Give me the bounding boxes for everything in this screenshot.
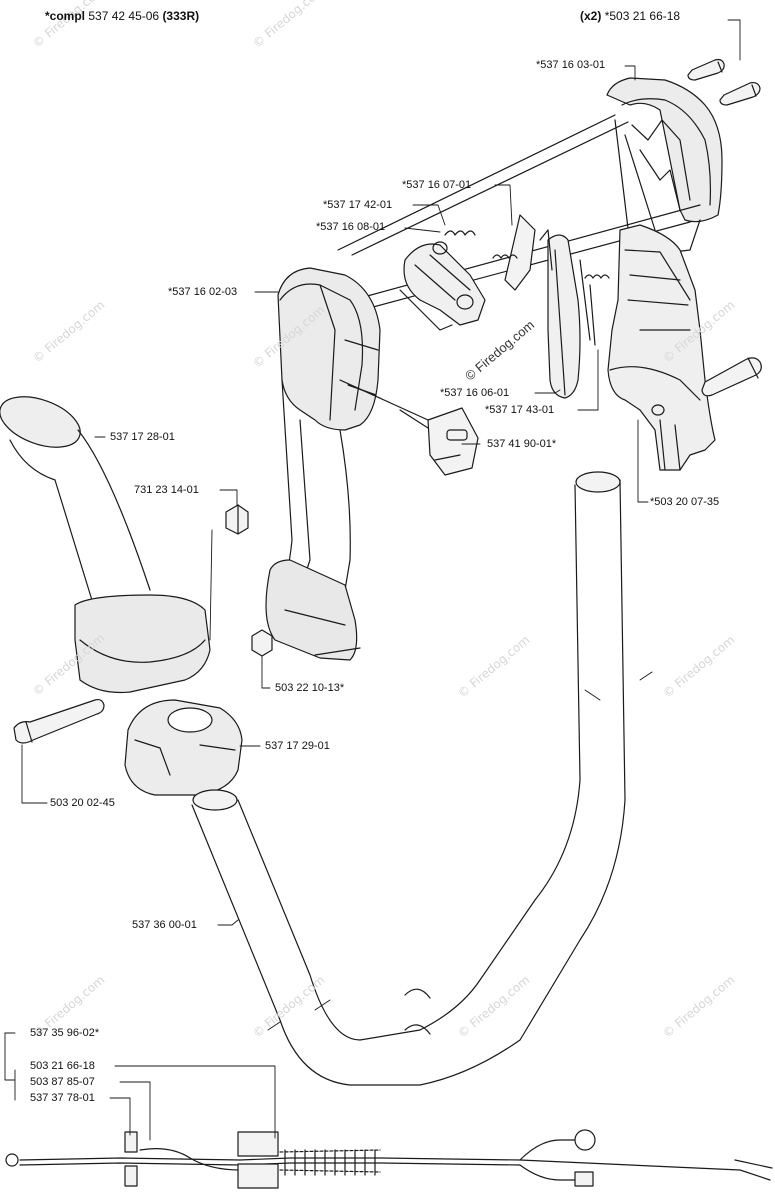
part-label: 537 17 29-01 bbox=[265, 740, 330, 752]
qty-note: (x2) bbox=[580, 9, 602, 23]
assembly-model: (333R) bbox=[162, 9, 200, 23]
part-label: 731 23 14-01 bbox=[134, 484, 199, 496]
part-label: *537 16 07-01 bbox=[402, 179, 472, 191]
part-label: *503 20 07-35 bbox=[650, 496, 720, 508]
part-label: 503 20 02-45 bbox=[50, 797, 115, 809]
part-label: *537 17 42-01 bbox=[323, 199, 393, 211]
part-label: 537 36 00-01 bbox=[132, 919, 197, 931]
assembly-prefix: *compl bbox=[45, 9, 86, 23]
part-label: *537 16 02-03 bbox=[168, 286, 238, 298]
loop-grip-tube bbox=[0, 396, 211, 694]
part-label: 503 22 10-13* bbox=[275, 682, 345, 694]
part-label: *537 16 06-01 bbox=[440, 387, 510, 399]
top-bolt-label: (x2) *503 21 66-18 bbox=[580, 10, 680, 23]
throttle-trigger bbox=[504, 214, 591, 399]
part-label: 537 41 90-01* bbox=[487, 438, 557, 450]
lockoff-lever bbox=[399, 241, 486, 331]
leader-lines bbox=[4, 19, 741, 1141]
left-grip-handle bbox=[265, 267, 381, 661]
part-label: *537 16 08-01 bbox=[316, 221, 386, 233]
cable-part-label: 537 37 78-01 bbox=[30, 1092, 95, 1104]
part-label: 537 17 28-01 bbox=[110, 431, 175, 443]
part-label: *537 17 43-01 bbox=[485, 404, 555, 416]
top-bolts bbox=[687, 58, 761, 106]
stop-switch bbox=[339, 379, 479, 476]
left-bolt bbox=[13, 698, 105, 744]
cable-part-label: 503 21 66-18 bbox=[30, 1060, 95, 1072]
assembly-number: 537 42 45-06 bbox=[88, 9, 160, 23]
springs bbox=[444, 230, 610, 346]
cable-assembly bbox=[5, 1129, 773, 1189]
clamp-block bbox=[124, 699, 243, 796]
part-label: *537 16 03-01 bbox=[536, 59, 606, 71]
assembly-title: *compl 537 42 45-06 (333R) bbox=[45, 10, 199, 23]
top-bolt-number: *503 21 66-18 bbox=[604, 9, 681, 23]
tube-ticks bbox=[267, 671, 653, 1031]
grip-nut bbox=[251, 629, 273, 657]
left-nut bbox=[225, 504, 249, 535]
right-handle-body bbox=[607, 224, 716, 471]
cable-part-label: 503 87 85-07 bbox=[30, 1076, 95, 1088]
main-bent-tube bbox=[191, 471, 626, 1086]
cable-group-label: 537 35 96-02* bbox=[30, 1027, 100, 1039]
side-bolt bbox=[701, 357, 762, 397]
